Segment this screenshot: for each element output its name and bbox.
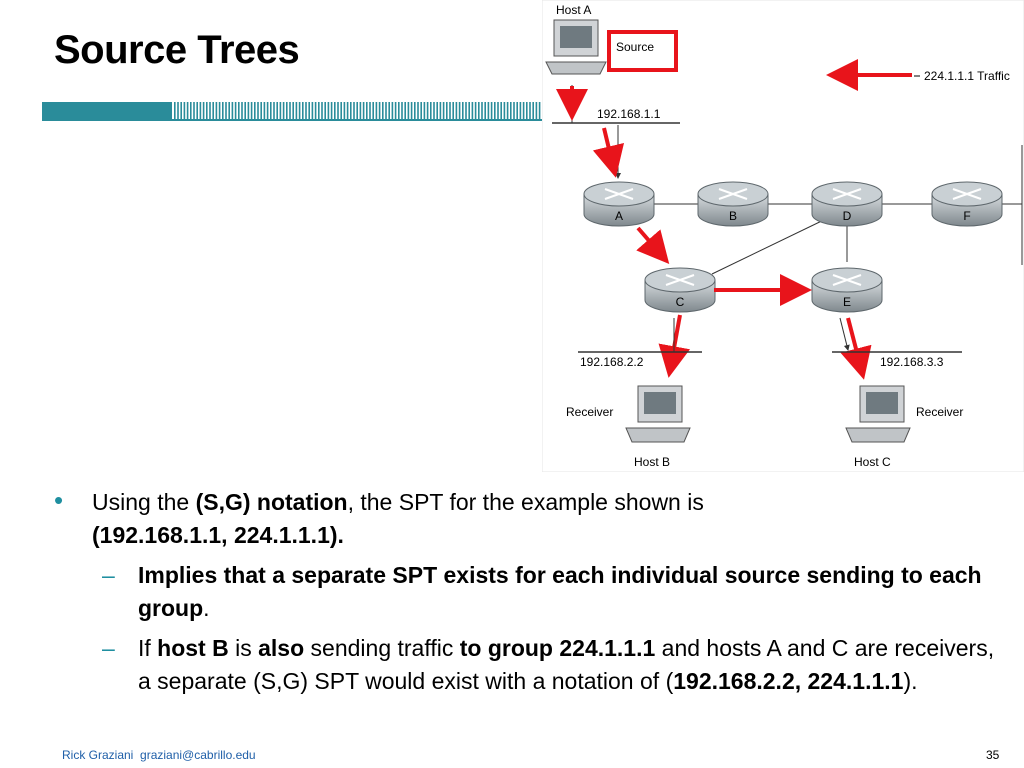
slide-title: Source Trees bbox=[54, 28, 300, 72]
host-b-label: Host B bbox=[634, 455, 670, 469]
router-d-icon: D bbox=[811, 181, 883, 227]
source-highlight-box bbox=[607, 30, 678, 72]
sub-bullet-2: –If host B is also sending traffic to gr… bbox=[54, 632, 998, 698]
router-label: C bbox=[676, 295, 685, 309]
sub-bullet-1: –Implies that a separate SPT exists for … bbox=[54, 559, 998, 625]
router-c-icon: C bbox=[644, 267, 716, 313]
router-e-icon: E bbox=[811, 267, 883, 313]
router-label: D bbox=[843, 209, 852, 223]
dash-bullet-icon: – bbox=[102, 635, 115, 661]
bullet-list: •Using the (S,G) notation, the SPT for t… bbox=[54, 485, 1014, 698]
receiver-c-label: Receiver bbox=[916, 405, 963, 419]
network-b-label: 192.168.2.2 bbox=[580, 355, 644, 369]
source-label: Source bbox=[616, 40, 654, 54]
host-a-label: Host A bbox=[556, 3, 591, 17]
decorative-band bbox=[42, 102, 542, 121]
footer-author: Rick Graziani bbox=[62, 748, 134, 762]
router-label: A bbox=[615, 209, 623, 223]
spt-arrow-6 bbox=[840, 317, 872, 380]
network-a-label: 192.168.1.1 bbox=[597, 107, 661, 121]
host-c-label: Host C bbox=[854, 455, 891, 469]
bullet-dot-icon: • bbox=[54, 485, 64, 515]
spt-arrow-3 bbox=[636, 226, 670, 265]
router-label: F bbox=[963, 209, 970, 223]
router-f-icon: F bbox=[931, 181, 1003, 227]
footer: Rick Graziani graziani@cabrillo.edu bbox=[62, 748, 256, 762]
dash-bullet-icon: – bbox=[102, 562, 115, 588]
page-number: 35 bbox=[986, 748, 1000, 762]
spt-arrow-2 bbox=[592, 127, 625, 178]
router-label: E bbox=[843, 295, 851, 309]
footer-email: graziani@cabrillo.edu bbox=[140, 748, 256, 762]
spt-arrow-5 bbox=[658, 314, 691, 378]
receiver-b-label: Receiver bbox=[566, 405, 613, 419]
router-a-icon: A bbox=[583, 181, 655, 227]
network-diagram: Host A Source 224.1.1.1 Traffic 192.168.… bbox=[542, 0, 1024, 472]
network-c-label: 192.168.3.3 bbox=[880, 355, 944, 369]
host-c-computer-icon bbox=[845, 385, 911, 443]
router-label: B bbox=[729, 209, 737, 223]
host-b-computer-icon bbox=[625, 385, 691, 443]
traffic-label: 224.1.1.1 Traffic bbox=[924, 69, 1010, 83]
host-a-computer-icon bbox=[545, 19, 607, 75]
router-b-icon: B bbox=[697, 181, 769, 227]
bullet-item-1: •Using the (S,G) notation, the SPT for t… bbox=[54, 485, 704, 548]
